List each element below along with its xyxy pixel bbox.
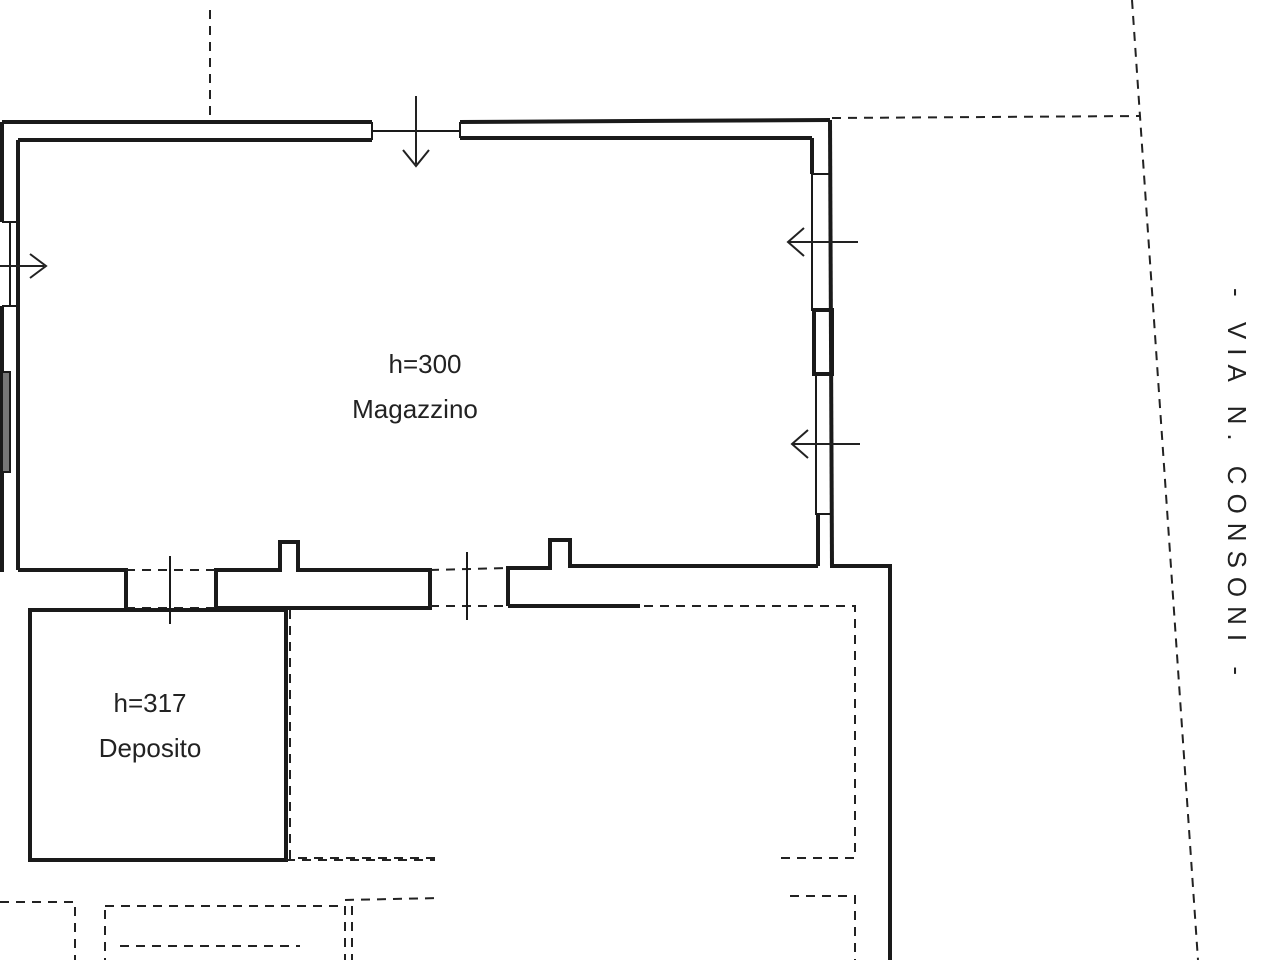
- street-label: - VIA N. CONSONI -: [1222, 288, 1252, 684]
- arrow-icon-right-upper: [786, 227, 858, 257]
- magazzino-name-label: Magazzino: [352, 394, 478, 424]
- deposito-height-label: h=317: [113, 688, 186, 718]
- deposito-name-label: Deposito: [99, 733, 202, 763]
- magazzino-walls: [0, 118, 892, 960]
- arrow-icon-left: [0, 253, 48, 279]
- deposito-walls: [28, 608, 435, 862]
- arrow-icon-top: [402, 96, 430, 168]
- magazzino-height-label: h=300: [388, 349, 461, 379]
- arrow-icon-right-lower: [790, 429, 860, 459]
- property-lines: [0, 0, 1199, 960]
